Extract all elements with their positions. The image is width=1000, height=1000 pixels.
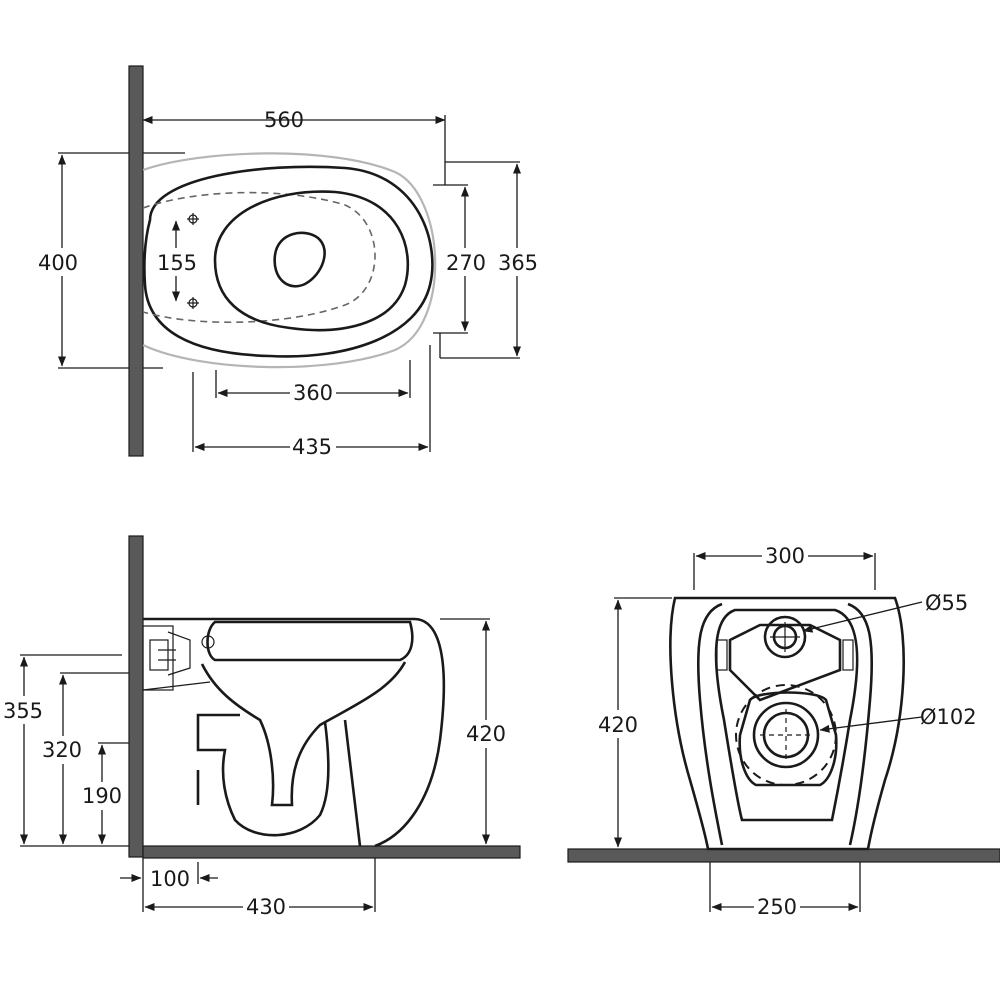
front-view-inner-shell <box>714 608 859 822</box>
front-view-outlet-dashed <box>735 684 837 786</box>
top-view-pan-outline <box>142 152 437 369</box>
dim-label-435: 435 <box>292 435 332 459</box>
side-view-trap-outer <box>196 713 330 837</box>
front-view-floor <box>567 848 1000 863</box>
side-view-wall <box>128 535 144 858</box>
side-view-pedestal-line <box>343 719 362 847</box>
leader-line-outlet <box>819 716 923 733</box>
side-view-trap <box>200 661 407 807</box>
front-view-outer-body <box>669 596 905 851</box>
top-view-hidden-outline <box>142 191 376 324</box>
side-view-fixing-bracket <box>142 625 215 691</box>
dim-label-270: 270 <box>446 251 486 275</box>
front-view-outlet-outer <box>752 701 820 769</box>
inlet-diameter-label: Ø55 <box>925 591 968 615</box>
dim-label-100: 100 <box>150 867 190 891</box>
dim-label-365: 365 <box>498 251 538 275</box>
dim-label-420-front: 420 <box>598 713 638 737</box>
top-view-seat-outline <box>143 165 434 358</box>
side-view-front-profile <box>374 617 446 848</box>
label-bg <box>464 720 510 748</box>
front-view-side-bracket <box>716 639 728 671</box>
label-bg <box>754 894 800 920</box>
front-view-inner-body <box>696 602 874 846</box>
side-view-seat <box>206 620 414 662</box>
dim-label-300: 300 <box>765 544 805 568</box>
label-bg <box>40 736 86 764</box>
side-view-floor <box>142 845 521 859</box>
top-view-fixing-hole <box>187 213 199 225</box>
dim-label-155: 155 <box>157 251 197 275</box>
label-bg <box>762 542 808 568</box>
top-view-wall <box>128 65 144 457</box>
front-view: 300 420 Ø55 Ø102 250 <box>567 542 1000 920</box>
top-view-drain <box>273 231 326 288</box>
label-bg <box>2 696 46 724</box>
dim-label-400: 400 <box>38 251 78 275</box>
dim-label-560: 560 <box>264 108 304 132</box>
dim-label-250: 250 <box>757 895 797 919</box>
front-view-inlet-outer <box>763 615 807 659</box>
dim-label-430: 430 <box>246 895 286 919</box>
label-bg <box>596 710 642 738</box>
dim-label-320: 320 <box>42 738 82 762</box>
outlet-diameter-label: Ø102 <box>920 705 977 729</box>
top-view: 560 400 155 270 365 360 <box>36 65 540 460</box>
top-view-bowl-opening <box>213 190 410 332</box>
front-view-trap <box>738 691 838 787</box>
label-bg <box>36 248 82 276</box>
label-bg <box>496 248 540 276</box>
leader-line-inlet <box>802 601 923 633</box>
dim-label-190: 190 <box>82 784 122 808</box>
label-bg <box>444 248 488 276</box>
label-bg <box>243 894 289 920</box>
dim-label-360: 360 <box>293 381 333 405</box>
front-view-side-bracket <box>842 639 854 671</box>
label-bg <box>156 248 198 276</box>
label-bg <box>290 434 336 460</box>
label-bg <box>80 782 126 810</box>
label-bg <box>290 380 336 406</box>
dim-label-420-side: 420 <box>466 722 506 746</box>
side-view: 355 320 190 420 100 430 <box>2 535 521 920</box>
top-view-fixing-hole <box>187 297 199 309</box>
dim-label-355: 355 <box>3 699 43 723</box>
